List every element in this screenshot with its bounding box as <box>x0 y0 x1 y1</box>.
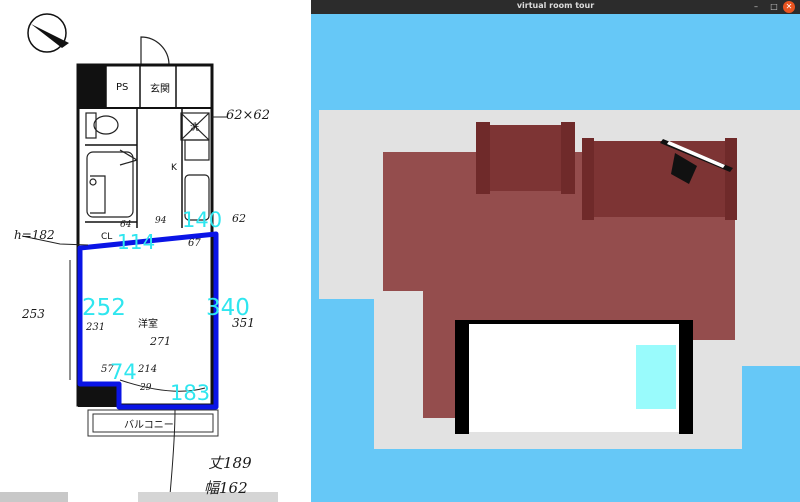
maximize-button[interactable]: □ <box>770 2 778 11</box>
note-214: 214 <box>138 364 158 375</box>
bed[interactable] <box>455 320 693 434</box>
entrance-door-swing <box>140 36 170 66</box>
armchair[interactable] <box>476 122 575 194</box>
room-scene-viewport[interactable] <box>311 14 800 502</box>
room-outline <box>77 231 219 410</box>
scan-edge-right <box>138 492 278 502</box>
bathtub-icon <box>86 151 134 218</box>
floor-plan-drawing <box>0 13 278 502</box>
toilet-icon <box>85 112 119 139</box>
window-height-note: 丈189 <box>208 454 252 472</box>
sofa[interactable] <box>582 138 737 220</box>
floor-plan-panel: PS 玄関 CL K 洗 洋室 バルコニー 62×62 h=182 253 23… <box>0 0 311 502</box>
kitchen-counter <box>119 139 210 221</box>
ps-label: PS <box>116 82 129 93</box>
dimension-bottom-left: 74 <box>110 360 137 384</box>
washer-label: 洗 <box>190 123 200 133</box>
closet-label: CL <box>101 232 113 242</box>
ceiling-height-note: h=182 <box>14 228 55 242</box>
kitchen-label: K <box>171 163 177 173</box>
note-67: 67 <box>188 238 201 249</box>
note-94: 94 <box>155 216 167 226</box>
ps-shaft <box>78 65 106 108</box>
washer-box <box>180 112 210 141</box>
inner-width-note: 231 <box>86 322 106 333</box>
entrance-label: 玄関 <box>150 84 170 95</box>
western-room-label: 洋室 <box>138 319 158 330</box>
dimension-right-side: 340 <box>206 295 250 321</box>
washer-size-note: 62×62 <box>226 108 270 123</box>
balcony <box>87 409 219 437</box>
note-64: 64 <box>120 220 132 230</box>
balcony-label: バルコニー <box>124 420 174 431</box>
dimension-bottom-right: 183 <box>170 381 211 405</box>
dimension-top-right: 140 <box>182 208 223 232</box>
minimize-button[interactable]: – <box>754 2 758 11</box>
note-57: 57 <box>101 364 114 375</box>
dimension-top-left: 114 <box>117 230 156 254</box>
window-titlebar[interactable]: virtual room tour – □ ✕ <box>311 0 800 14</box>
dimension-lines <box>21 116 228 496</box>
left-width-note: 253 <box>22 307 45 321</box>
dimension-left-side: 252 <box>82 295 126 321</box>
right-top-note: 62 <box>232 212 246 225</box>
close-button[interactable]: ✕ <box>783 1 795 13</box>
tour-window: virtual room tour – □ ✕ <box>311 0 800 502</box>
laptop[interactable] <box>660 139 733 184</box>
note-29: 29 <box>140 383 152 393</box>
right-width-note: 351 <box>232 316 255 330</box>
window-width-note: 幅162 <box>204 479 248 497</box>
scan-edge-left <box>0 492 68 502</box>
pillow <box>636 345 676 409</box>
window-title: virtual room tour <box>516 1 595 10</box>
room-depth-note: 271 <box>150 335 171 348</box>
compass-icon <box>27 13 69 53</box>
